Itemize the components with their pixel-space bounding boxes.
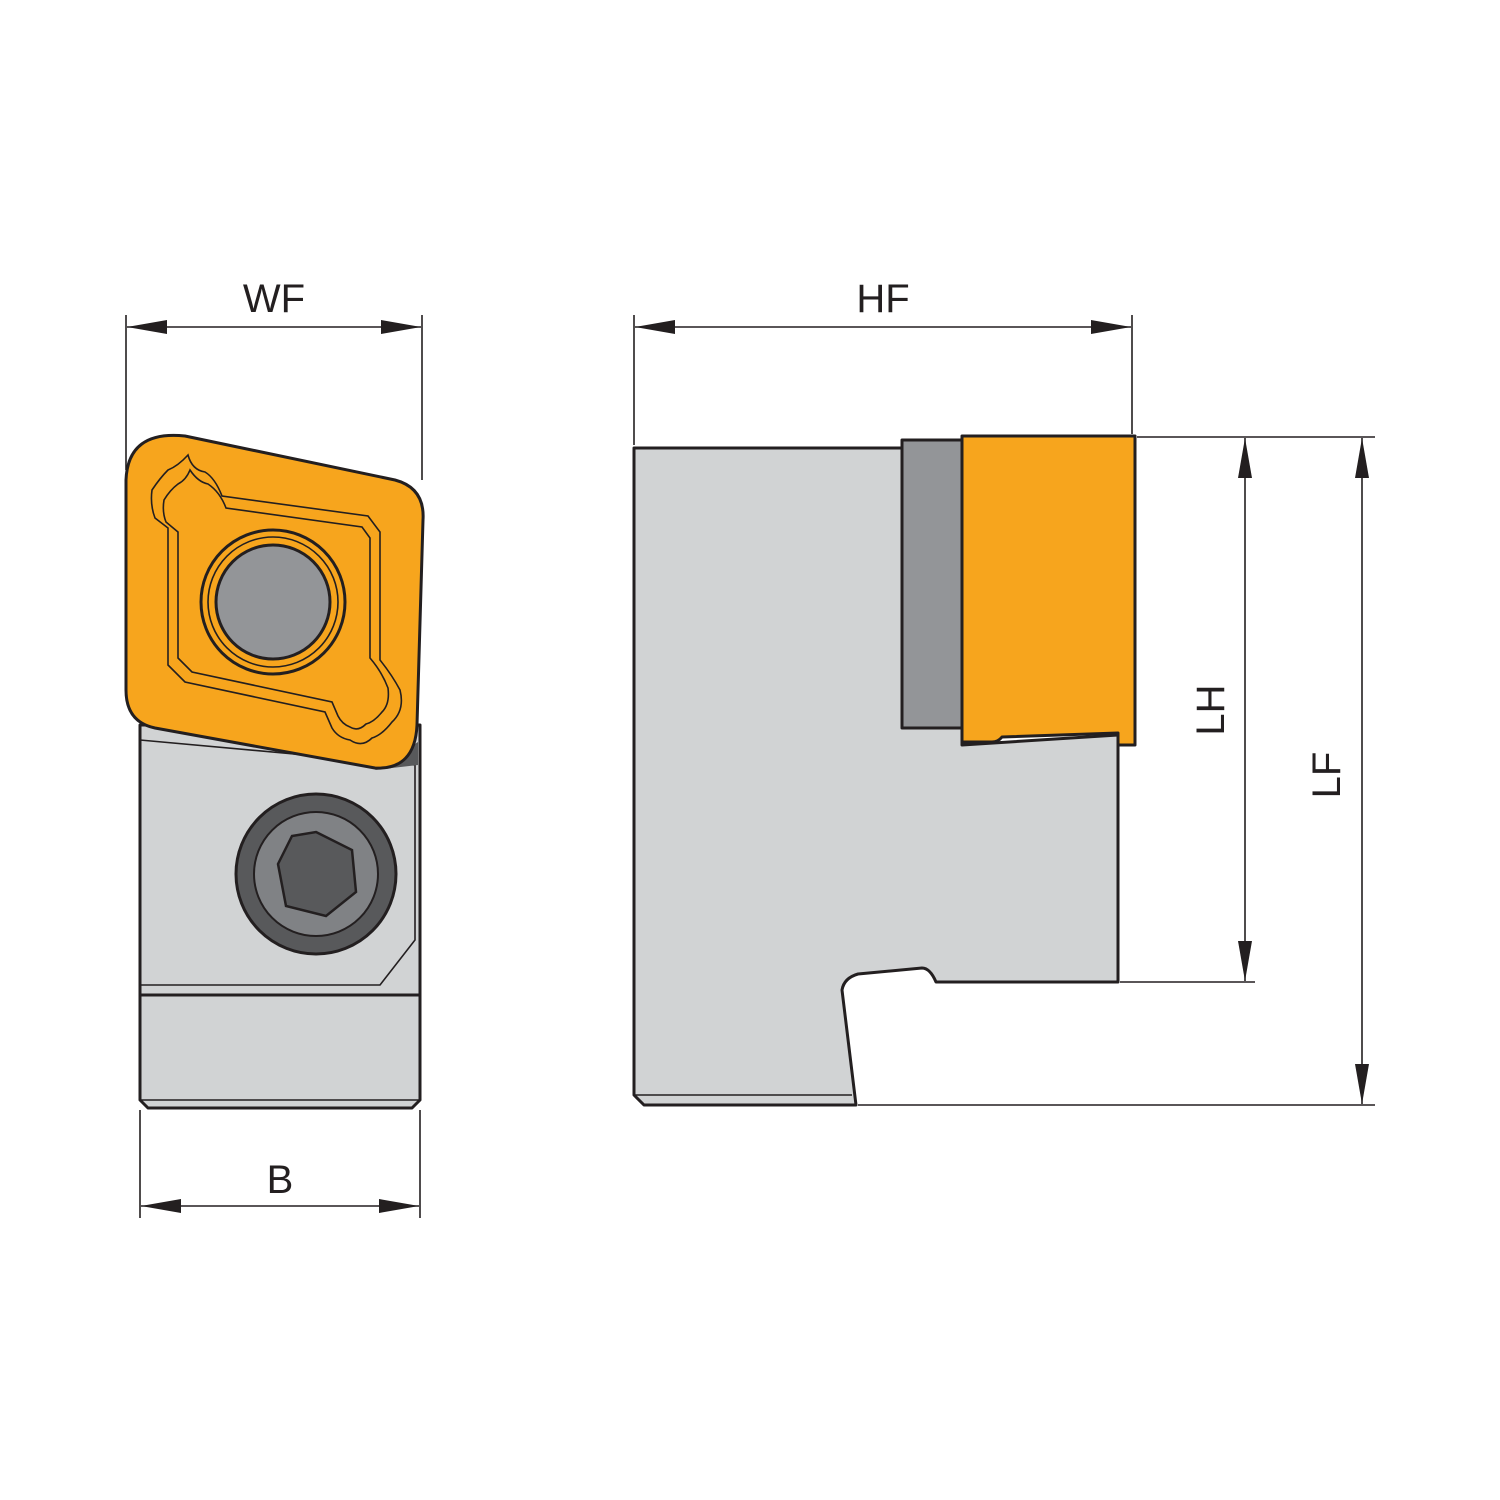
b-label: B (267, 1158, 294, 1202)
dimension-wf: WF (125, 277, 423, 480)
lf-label: LF (1305, 752, 1349, 799)
hex-socket-icon (276, 830, 358, 918)
dimension-b: B (139, 1110, 421, 1218)
lh-label: LH (1189, 684, 1233, 735)
cutting-insert-front (124, 433, 425, 770)
wf-label: WF (243, 277, 305, 321)
insert-hole-ring-inner (207, 536, 339, 668)
insert-chipbreaker-inner (162, 468, 390, 730)
cutting-insert-side (960, 434, 1137, 747)
dimension-lf: LF (1305, 438, 1369, 1104)
dimension-lh: LH (1189, 438, 1252, 981)
side-view-holder-body (632, 446, 1120, 1107)
side-view-shim (900, 438, 966, 730)
front-view: WF B (124, 277, 425, 1218)
side-view: HF LH LF (632, 277, 1375, 1107)
hf-label: HF (856, 277, 909, 321)
dimension-hf: HF (633, 277, 1133, 445)
insert-chipbreaker-outer (150, 453, 403, 745)
clamp-screw (234, 792, 398, 956)
insert-hole (214, 543, 332, 661)
